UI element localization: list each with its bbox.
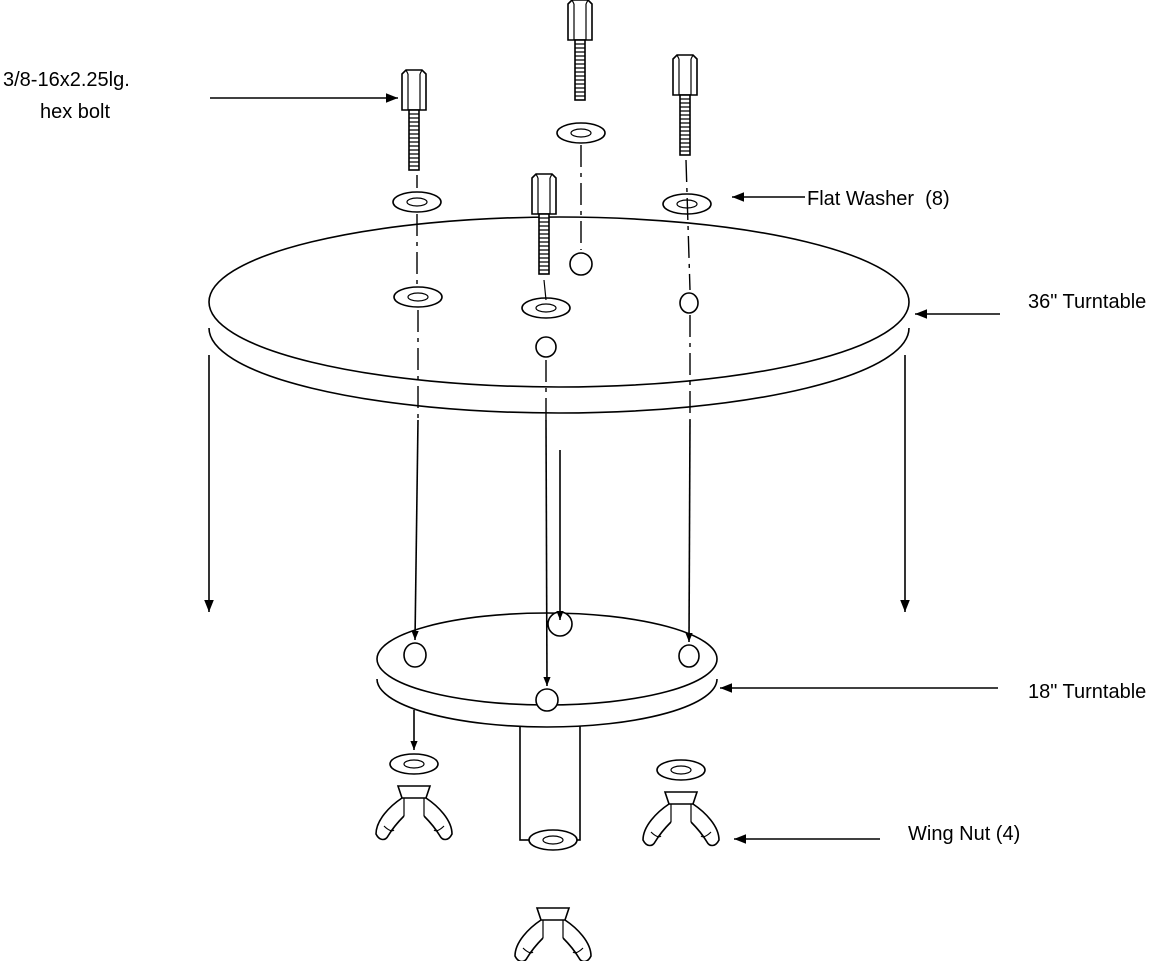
flat-washer	[656, 759, 706, 781]
flat-washer	[389, 753, 439, 775]
center-lines	[416, 145, 691, 420]
flat-washer	[393, 286, 443, 308]
large-disc-holes	[535, 252, 699, 358]
wing-nut	[514, 907, 592, 961]
label-wing-nut: Wing Nut (4)	[908, 823, 1020, 845]
hex-bolt	[567, 0, 593, 101]
assembly-arrows	[204, 355, 910, 750]
wing-nut	[375, 785, 453, 841]
label-hex-bolt-line1: 3/8-16x2.25lg.	[3, 69, 130, 91]
label-hex-bolt-line2: hex bolt	[40, 101, 110, 123]
flat-washer	[392, 191, 442, 213]
label-36-turntable: 36" Turntable	[1028, 291, 1146, 313]
small-disc-holes	[403, 611, 700, 712]
label-flat-washer: Flat Washer (8)	[807, 188, 950, 210]
flat-washer	[528, 829, 578, 851]
flat-washer	[556, 122, 606, 144]
label-18-turntable: 18" Turntable	[1028, 681, 1146, 703]
flat-washer	[521, 297, 571, 319]
leader-arrows	[210, 93, 1000, 844]
hex-bolt	[672, 54, 698, 156]
hex-bolt	[401, 69, 427, 171]
wing-nut	[642, 791, 720, 847]
